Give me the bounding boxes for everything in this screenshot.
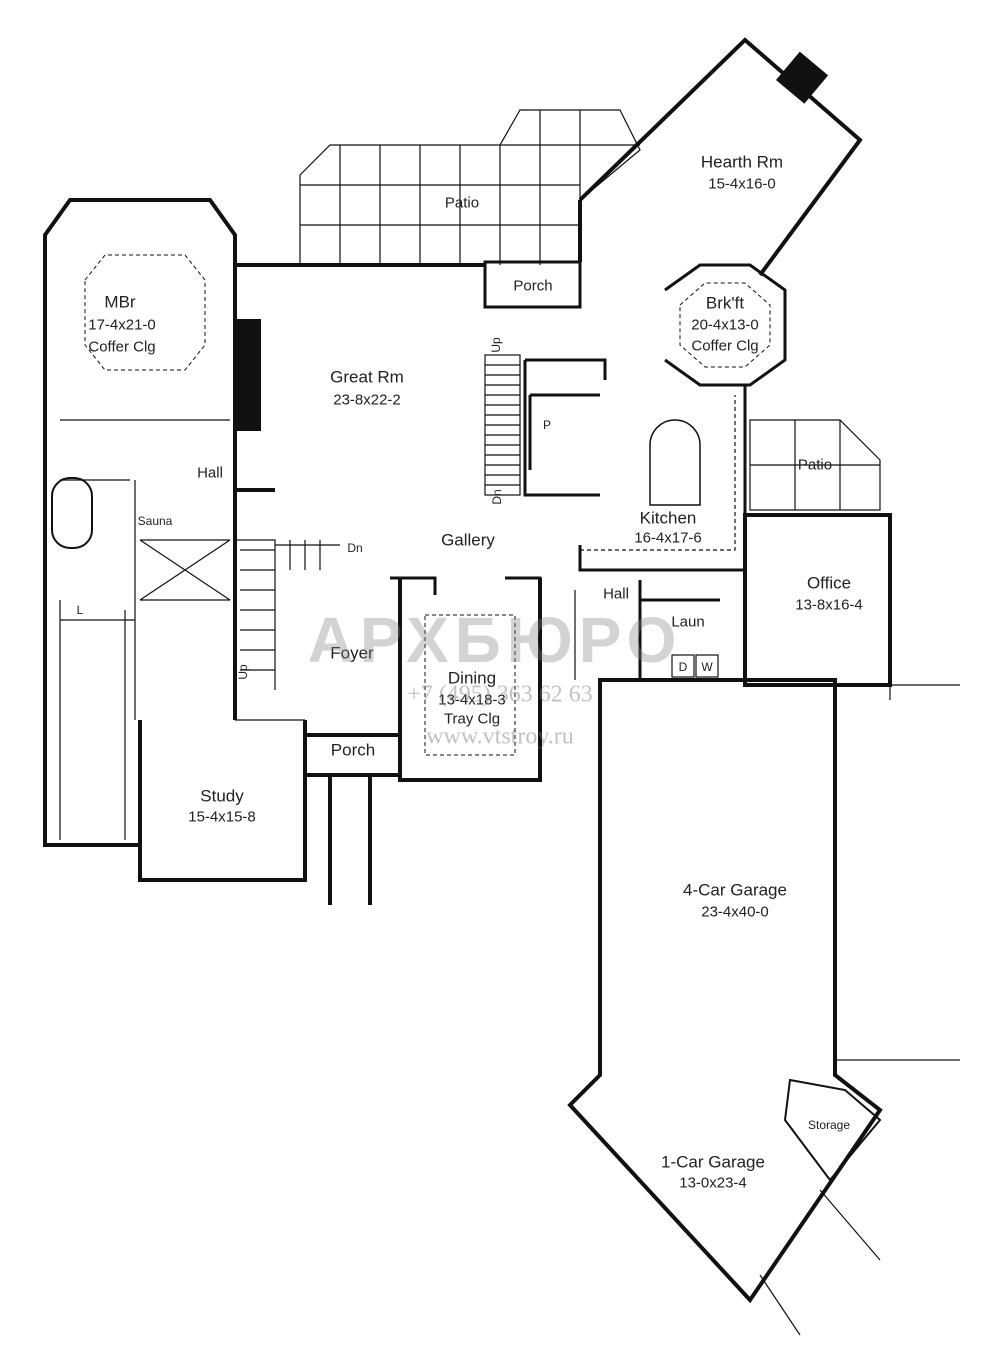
office-label: Office: [806, 573, 852, 593]
mbr-note: Coffer Clg: [88, 338, 156, 356]
storage-label: Storage: [807, 1118, 851, 1132]
central-stair: [484, 354, 521, 496]
stair-up-label: Up: [236, 664, 250, 680]
study-size: 15-4x15-8: [188, 808, 256, 826]
dining-tray-ceiling: [424, 614, 516, 756]
mbr-walls: [43, 198, 237, 420]
dryer-label: D: [678, 660, 688, 674]
watermark-logo: АРХБЮРО: [307, 604, 683, 676]
foyer-label: Foyer: [330, 643, 374, 663]
kitchen-label: Kitchen: [639, 508, 697, 528]
great-rm-size: 23-8x22-2: [333, 391, 401, 409]
patio-top-tiles: [299, 109, 641, 265]
sauna-label: Sauna: [137, 514, 173, 528]
hall-left-label: Hall: [197, 464, 223, 482]
gallery-label: Gallery: [441, 530, 495, 550]
porch-rear-label: Porch: [513, 277, 553, 295]
brkft-walls: [664, 263, 787, 387]
mbr-coffer-ceiling: [84, 254, 206, 371]
brkft-note: Coffer Clg: [691, 337, 759, 355]
fireplace-great-rm: [237, 319, 261, 431]
stair-dn-label: Dn: [490, 489, 504, 505]
kitchen-counter: [580, 395, 736, 551]
fireplace-icon: [775, 51, 829, 104]
watermark-url: www.vtstroy.ru: [426, 723, 574, 750]
dining-walls: [398, 578, 542, 782]
foyer-stair: [235, 539, 340, 690]
mbr-label: MBr: [104, 292, 136, 312]
garage1-label: 1-Car Garage: [661, 1152, 765, 1172]
brkft-size: 20-4x13-0: [691, 316, 759, 334]
patio-top-label: Patio: [444, 194, 480, 212]
storage-walls: [783, 1078, 882, 1182]
garage1-size: 13-0x23-4: [679, 1174, 747, 1192]
pantry-walls: [523, 358, 607, 497]
patio-right-label: Patio: [797, 456, 833, 474]
great-room-walls: [233, 263, 485, 492]
garage4-label: 4-Car Garage: [683, 880, 787, 900]
laun-label: Laun: [671, 613, 705, 631]
washer-label: W: [701, 660, 713, 674]
watermark-phone: +7 (495) 363 62 63: [407, 681, 593, 708]
patio-right-tiles: [749, 419, 881, 511]
kitchen-island: [649, 419, 701, 506]
porch-front-walls: [305, 733, 400, 905]
porch-front-label: Porch: [330, 740, 376, 760]
great-rm-label: Great Rm: [330, 367, 404, 387]
study-label: Study: [200, 786, 244, 806]
hall-right-label: Hall: [603, 585, 629, 603]
stair-up-label: Up: [489, 337, 503, 353]
hearth-rm-label: Hearth Rm: [700, 152, 784, 172]
porch-rear-walls: [483, 260, 582, 309]
mbr-size: 17-4x21-0: [88, 316, 156, 334]
bathtub-icon: [51, 477, 93, 549]
stair-dn-label: Dn: [347, 541, 363, 555]
dining-note: Tray Clg: [443, 710, 501, 728]
pantry-label: P: [542, 418, 552, 432]
brkft-label: Brk'ft: [705, 293, 745, 313]
hearth-rm-size: 15-4x16-0: [708, 175, 776, 193]
dining-size: 13-4x18-3: [438, 691, 506, 709]
office-walls: [743, 513, 892, 687]
office-size: 13-8x16-4: [795, 596, 863, 614]
kitchen-size: 16-4x17-6: [634, 529, 702, 547]
linen-label: L: [76, 603, 84, 617]
garage4-size: 23-4x40-0: [701, 903, 769, 921]
dining-label: Dining: [447, 668, 497, 688]
garage-walls: [567, 678, 883, 1304]
